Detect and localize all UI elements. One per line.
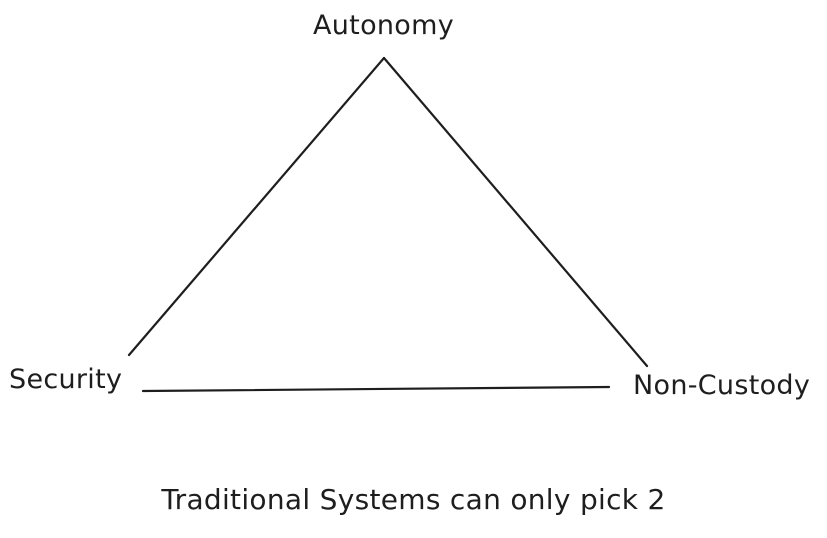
node-label-security: Security	[9, 364, 123, 395]
node-label-non-custody: Non-Custody	[633, 370, 811, 401]
edge-autonomy-non-custody	[382, 56, 649, 368]
node-label-autonomy: Autonomy	[313, 10, 454, 41]
edge-autonomy-security	[127, 56, 386, 357]
diagram-caption: Traditional Systems can only pick 2	[161, 483, 666, 516]
edge-security-non-custody	[141, 385, 611, 393]
